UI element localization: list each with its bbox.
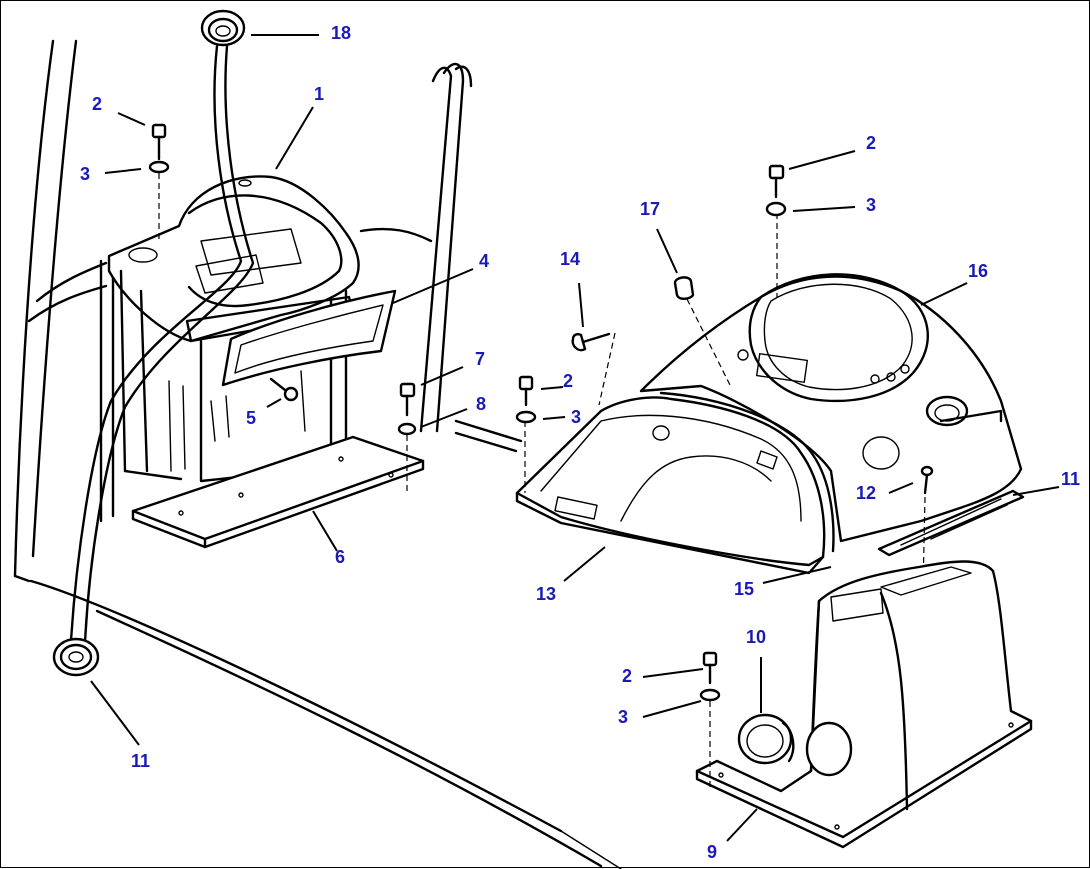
callout-5: 5	[246, 408, 256, 428]
callout-2: 2	[563, 371, 573, 391]
callout-3: 3	[571, 407, 581, 427]
callout-11: 11	[1061, 469, 1080, 489]
callout-3: 3	[80, 164, 90, 184]
callout-15: 15	[734, 579, 754, 599]
callout-3: 3	[618, 707, 628, 727]
plug-17	[673, 276, 732, 388]
callout-12: 12	[856, 483, 876, 503]
pedestal-box	[695, 560, 1033, 849]
screw-14	[571, 332, 616, 406]
callout-4: 4	[479, 251, 489, 271]
callout-2: 2	[92, 94, 102, 114]
cap-plug-10	[737, 713, 795, 765]
front-cover	[515, 396, 826, 575]
callout-labels: 18 1 2 3 4 5 7 8 6 11 14 17 2 3 16 2 3 1…	[80, 23, 1080, 862]
callout-9: 9	[707, 842, 717, 862]
callout-10: 10	[746, 627, 766, 647]
screw-5	[269, 377, 299, 402]
gasket-plate	[877, 489, 1025, 557]
bolt-2d	[699, 651, 721, 791]
floor-plate	[131, 435, 425, 549]
bolt-2c	[765, 164, 787, 217]
bolt-2b	[515, 375, 537, 424]
callout-8: 8	[476, 394, 486, 414]
callout-3: 3	[866, 195, 876, 215]
screw-12	[920, 465, 934, 590]
callout-17: 17	[640, 199, 660, 219]
callout-7: 7	[475, 349, 485, 369]
callout-14: 14	[560, 249, 580, 269]
callout-6: 6	[335, 547, 345, 567]
grommet-top	[200, 9, 246, 47]
grommet-bottom	[52, 637, 100, 677]
callout-13: 13	[536, 584, 556, 604]
leader-lines	[90, 34, 1060, 842]
bolt-2a	[148, 123, 170, 241]
bolt-7	[397, 382, 417, 493]
callout-1: 1	[314, 84, 324, 104]
callout-16: 16	[968, 261, 988, 281]
left-trim-panel	[221, 289, 397, 387]
callout-2: 2	[622, 666, 632, 686]
cab-frame	[13, 39, 622, 869]
callout-2: 2	[866, 133, 876, 153]
callout-18: 18	[331, 23, 351, 43]
callout-11: 11	[131, 751, 150, 771]
wire-harness	[69, 44, 255, 645]
